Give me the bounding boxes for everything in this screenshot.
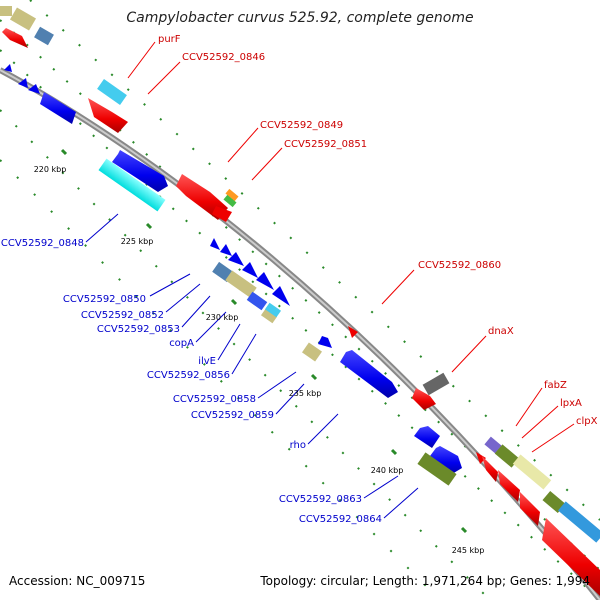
gene-arrow <box>212 206 232 222</box>
gene-arrow <box>18 78 28 88</box>
gene-arrow <box>340 350 398 398</box>
gene-label-0852: CCV52592_0852 <box>81 310 164 321</box>
gene-arrow <box>220 244 232 256</box>
scale-label: 225 kbp <box>121 237 154 246</box>
scale-label: 220 kbp <box>34 165 67 174</box>
gene-arrow <box>228 252 244 266</box>
gene-arrow <box>4 64 12 72</box>
gene-block <box>302 342 322 362</box>
gene-arrow <box>476 452 486 464</box>
topology-text: Topology: circular; Length: 1,971,264 bp… <box>259 574 590 588</box>
gene-arrow <box>88 98 128 133</box>
scale-label: 235 kbp <box>289 389 322 398</box>
gene-arrow <box>414 426 440 448</box>
gene-label-0864: CCV52592_0864 <box>299 514 382 525</box>
gene-label-0849: CCV52592_0849 <box>260 120 343 131</box>
gene-arrow <box>430 446 462 474</box>
gene-block <box>264 302 282 318</box>
gene-label-0850: CCV52592_0850 <box>63 294 146 305</box>
gene-label-0853: CCV52592_0853 <box>97 324 180 335</box>
gene-block <box>9 7 37 31</box>
gene-block <box>260 308 278 324</box>
gene-block <box>484 436 502 454</box>
scale-label: 240 kbp <box>371 466 404 475</box>
gene-arrow <box>40 92 76 124</box>
scale-label: 245 kbp <box>452 546 485 555</box>
gene-label-clpX: clpX <box>576 416 598 427</box>
gene-arrow <box>256 272 274 290</box>
gene-block <box>223 194 237 208</box>
gene-block <box>225 188 239 202</box>
gene-label-purF: purF <box>158 34 181 45</box>
gene-label-0858: CCV52592_0858 <box>173 394 256 405</box>
gene-arrow <box>272 286 290 306</box>
gene-arrow <box>348 326 358 338</box>
gene-arrow <box>242 262 258 278</box>
gene-label-0848: CCV52592_0848 <box>1 238 84 249</box>
gene-label-0851: CCV52592_0851 <box>284 139 367 150</box>
gene-block <box>494 444 520 468</box>
gene-label-0846: CCV52592_0846 <box>182 52 265 63</box>
reverse-gene-labels: CCV52592_0848 CCV52592_0850 CCV52592_085… <box>1 238 382 525</box>
leader-lines-forward <box>127 41 575 453</box>
gene-label-0859: CCV52592_0859 <box>191 410 274 421</box>
scale-label: 230 kbp <box>206 313 239 322</box>
gene-arrow <box>520 492 540 526</box>
gene-arrow <box>2 28 28 48</box>
gene-block <box>246 291 268 311</box>
gene-arrow <box>498 470 520 502</box>
gene-block <box>557 501 600 543</box>
gene-label-lpxA: lpxA <box>560 398 582 409</box>
gene-arrow <box>482 456 498 482</box>
gene-label-fabZ: fabZ <box>544 380 567 391</box>
map-title: Campylobacter curvus 525.92, complete ge… <box>126 10 473 26</box>
scale-ticks <box>60 148 468 534</box>
gene-block <box>98 158 166 212</box>
gene-block <box>97 79 127 105</box>
gene-label-0860: CCV52592_0860 <box>418 260 501 271</box>
gene-arrow <box>112 150 168 192</box>
gene-block <box>512 454 552 490</box>
gene-block <box>34 26 54 46</box>
gene-block <box>417 452 457 486</box>
gene-block <box>225 270 257 298</box>
gene-label-0856: CCV52592_0856 <box>147 370 230 381</box>
gene-arrow <box>542 518 600 596</box>
gene-label-dnaX: dnaX <box>488 326 514 337</box>
accession-text: Accession: NC_009715 <box>9 574 145 588</box>
gene-arrow <box>318 336 332 348</box>
forward-genes <box>0 6 600 596</box>
gene-block <box>422 372 450 396</box>
gene-arrow <box>28 84 40 94</box>
gene-arrow <box>210 238 220 250</box>
gene-label-0863: CCV52592_0863 <box>279 494 362 505</box>
forward-gene-labels: purF CCV52592_0846 CCV52592_0849 CCV5259… <box>158 34 598 427</box>
gene-block <box>0 6 12 16</box>
reverse-genes <box>4 64 462 486</box>
gene-label-rho: rho <box>290 440 306 451</box>
gene-label-copA: copA <box>169 338 194 349</box>
gene-arrow <box>412 388 436 410</box>
gene-block <box>542 490 566 514</box>
gene-label-ilvE: ilvE <box>198 356 216 367</box>
leader-lines-reverse <box>85 213 419 519</box>
scale-labels: 220 kbp 225 kbp 230 kbp 235 kbp 240 kbp … <box>34 165 485 555</box>
